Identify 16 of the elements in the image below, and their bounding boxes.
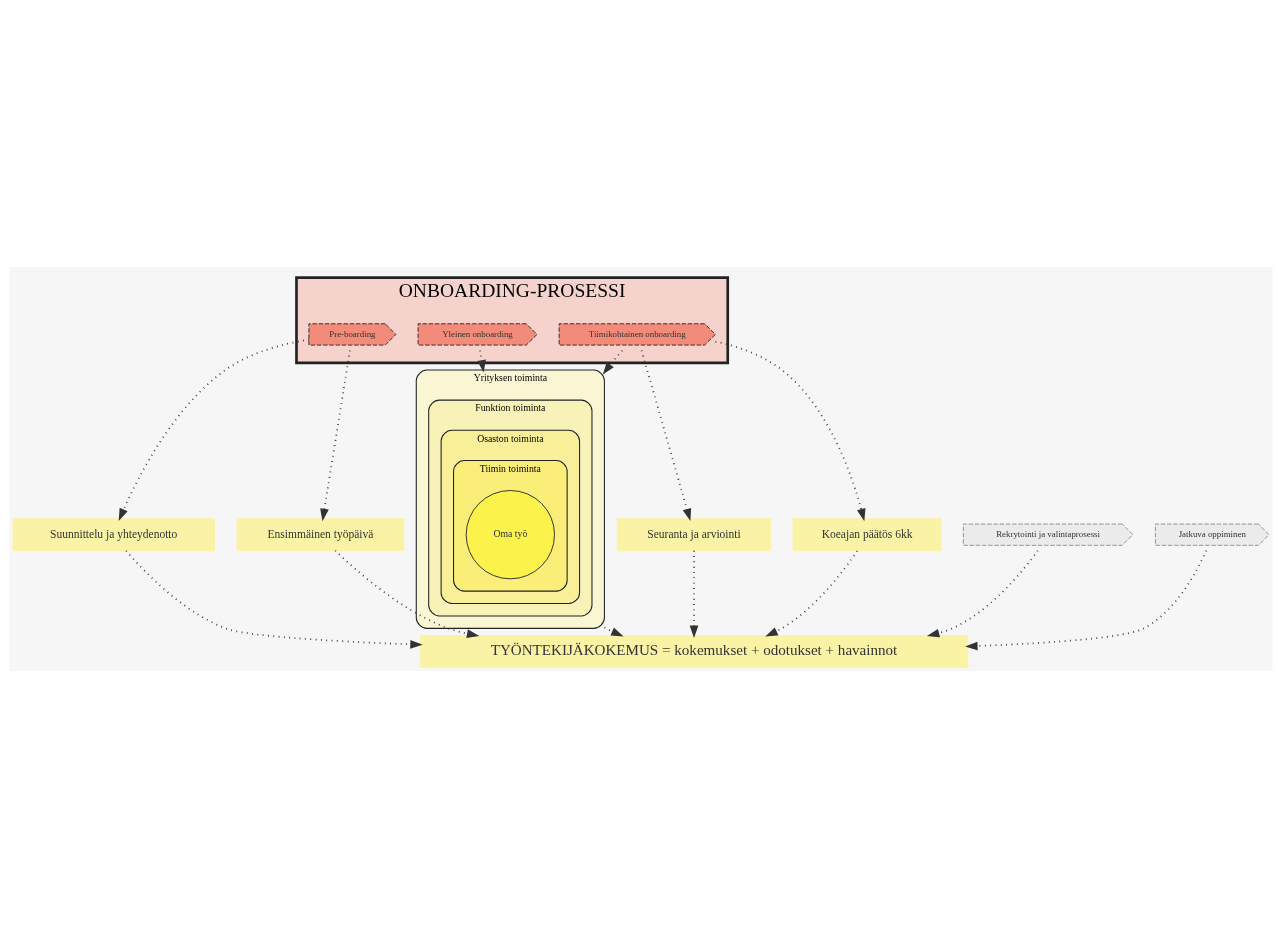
- arrow: [926, 549, 1039, 638]
- arrow: [118, 338, 310, 521]
- node-box: Seuranta ja arviointi: [616, 518, 772, 552]
- arrow: [125, 550, 423, 649]
- node-box: Suunnittelu ja yhteydenotto: [12, 518, 215, 552]
- arrow: [765, 550, 859, 637]
- arrow: [689, 549, 699, 638]
- arrow: [320, 349, 351, 522]
- arrow: [334, 549, 480, 638]
- node-box: Koeajan päätös 6kk: [792, 518, 942, 552]
- node-circle: Oma työ: [465, 490, 555, 580]
- arrow: [714, 340, 866, 522]
- node-box: TYÖNTEKIJÄKOKEMUS = kokemukset + odotukset + havainnot: [419, 635, 969, 668]
- node-box: Ensimmäinen työpäivä: [236, 518, 405, 552]
- arrow: [965, 549, 1208, 651]
- arrow: [602, 349, 624, 375]
